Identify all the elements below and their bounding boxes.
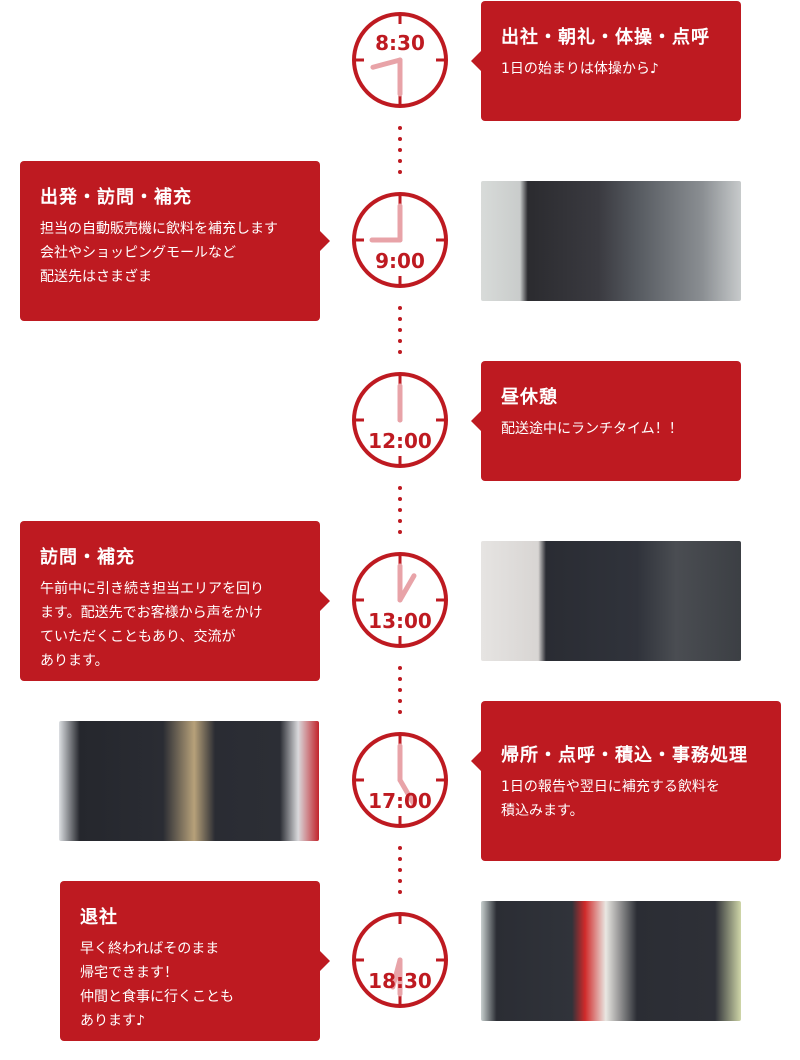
card-title: 帰所・点呼・積込・事務処理 [501, 745, 748, 766]
card-title: 昼休憩 [501, 387, 558, 408]
photo-staff-refilling [481, 541, 741, 661]
timeline-connector [398, 846, 402, 901]
schedule-card: 帰所・点呼・積込・事務処理 1日の報告や翌日に補充する飲料を 積込みます。 [471, 701, 781, 861]
card-title: 退社 [80, 907, 118, 928]
hour-hand [370, 57, 403, 70]
hour-hand [397, 777, 417, 807]
clock-icon: 18:30 [350, 910, 450, 1010]
schedule-card: 出社・朝礼・体操・点呼 1日の始まりは体操から♪ [471, 1, 741, 121]
clock-icon: 13:00 [350, 550, 450, 650]
clock-icon: 12:00 [350, 370, 450, 470]
clock-time-label: 13:00 [368, 609, 432, 633]
timeline-connector [398, 666, 402, 721]
schedule-card: 出発・訪問・補充 担当の自動販売機に飲料を補充します 会社やショッピングモールな… [20, 161, 330, 321]
card-text: 配送途中にランチタイム！！ [501, 421, 683, 437]
clock-icon: 8:30 [350, 10, 450, 110]
timeline-connector [398, 126, 402, 181]
card-text: 早く終わればそのまま 帰宅できます！ 仲間と食事に行くことも あります♪ [80, 941, 234, 1029]
timeline-connector [398, 306, 402, 361]
clock-icon: 17:00 [350, 730, 450, 830]
photo-staff-meal [481, 901, 741, 1021]
clock-icon: 9:00 [350, 190, 450, 290]
card-title: 訪問・補充 [40, 547, 135, 568]
card-title: 出社・朝礼・体操・点呼 [501, 27, 710, 48]
clock-time-label: 9:00 [375, 249, 425, 273]
photo-team-at-truck [59, 721, 319, 841]
clock-time-label: 17:00 [368, 789, 432, 813]
timeline-connector [398, 486, 402, 541]
photo-vending-machine-refill [481, 181, 741, 301]
schedule-card: 昼休憩 配送途中にランチタイム！！ [471, 361, 741, 481]
card-title: 出発・訪問・補充 [40, 187, 192, 208]
schedule-card: 訪問・補充 午前中に引き続き担当エリアを回り ます。配送先でお客様から声をかけ … [20, 521, 330, 681]
schedule-card: 退社 早く終わればそのまま 帰宅できます！ 仲間と食事に行くことも あります♪ [60, 881, 330, 1041]
card-text: 担当の自動販売機に飲料を補充します 会社やショッピングモールなど 配送先はさまざ… [40, 221, 278, 285]
clock-time-label: 12:00 [368, 429, 432, 453]
clock-time-label: 18:30 [368, 969, 432, 993]
card-text: 1日の始まりは体操から♪ [501, 61, 659, 77]
card-text: 午前中に引き続き担当エリアを回り ます。配送先でお客様から声をかけ ていただくこ… [40, 581, 264, 669]
clock-time-label: 8:30 [375, 31, 425, 55]
card-text: 1日の報告や翌日に補充する飲料を 積込みます。 [501, 779, 720, 819]
